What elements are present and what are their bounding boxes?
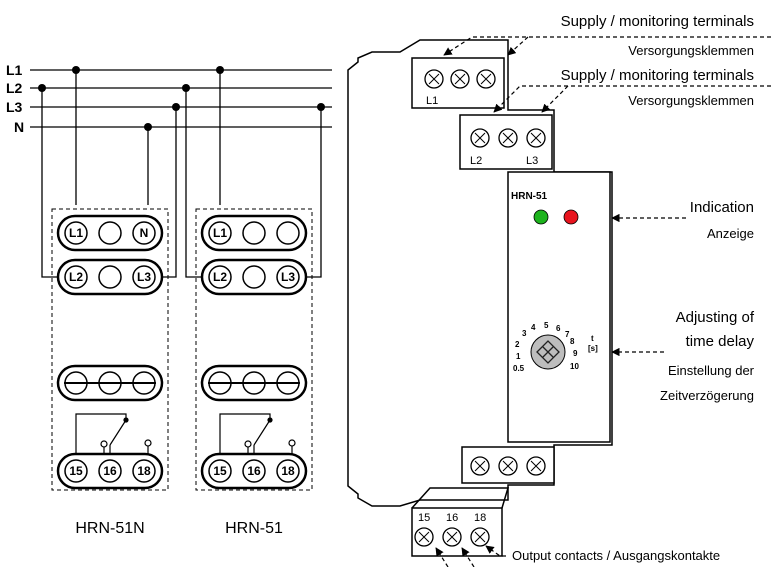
right-term-l3: L3 xyxy=(281,270,295,284)
annotation-supply-1-de: Versorgungsklemmen xyxy=(628,43,754,58)
device-term-16: 16 xyxy=(446,512,458,524)
module-hrn-51: L1 L2 L3 15 16 18 HRN-51 xyxy=(195,208,313,537)
left-term-n: N xyxy=(140,226,149,240)
dial-tick-10: 10 xyxy=(570,362,579,371)
right-term-l2: L2 xyxy=(213,270,227,284)
dial-unit-s: [s] xyxy=(588,344,598,353)
right-term-15: 15 xyxy=(213,464,227,478)
dial-tick-6: 6 xyxy=(556,324,561,333)
annotation-adjust-de-1: Einstellung der xyxy=(668,363,755,378)
dial-scale: 0.5 1 2 3 4 5 6 7 8 9 10 t [s] xyxy=(513,321,598,373)
annotation-supply-1-en: Supply / monitoring terminals xyxy=(561,13,754,30)
device-term-15: 15 xyxy=(418,512,430,524)
dial-tick-9: 9 xyxy=(573,349,578,358)
left-term-l2: L2 xyxy=(69,270,83,284)
right-module-label: HRN-51 xyxy=(225,520,283,537)
din-rail-device xyxy=(347,39,613,557)
line-label-l1: L1 xyxy=(6,62,23,78)
annotation-adjust-de-2: Zeitverzögerung xyxy=(660,388,754,403)
device-model: HRN-51 xyxy=(511,191,548,202)
screw-crosses xyxy=(418,73,542,543)
time-delay-dial[interactable] xyxy=(530,334,566,370)
device-term-l2: L2 xyxy=(470,155,482,167)
right-term-l1: L1 xyxy=(213,226,227,240)
line-label-l3: L3 xyxy=(6,99,23,115)
left-term-l1: L1 xyxy=(69,226,83,240)
device-term-l1: L1 xyxy=(426,95,438,107)
dial-tick-1: 1 xyxy=(516,352,521,361)
line-label-l2: L2 xyxy=(6,80,23,96)
dial-tick-4: 4 xyxy=(531,323,536,332)
dial-tick-0-5: 0.5 xyxy=(513,364,525,373)
annotation-supply-2-en: Supply / monitoring terminals xyxy=(561,67,754,84)
supply-lines xyxy=(30,69,332,278)
dial-tick-2: 2 xyxy=(515,340,520,349)
annotation-indication-en: Indication xyxy=(690,199,754,216)
left-term-16: 16 xyxy=(103,464,117,478)
module-hrn-51n: L1 N L2 L3 15 16 18 HRN-51 xyxy=(51,208,169,537)
right-relay-contact-symbol xyxy=(219,413,296,456)
line-label-n: N xyxy=(14,119,24,135)
right-term-18: 18 xyxy=(281,464,295,478)
annotation-adjust-en-1: Adjusting of xyxy=(676,309,755,326)
left-term-15: 15 xyxy=(69,464,83,478)
right-term-16: 16 xyxy=(247,464,261,478)
led-green xyxy=(533,209,549,225)
annotation-adjust-en-2: time delay xyxy=(686,333,755,350)
junction-dots xyxy=(38,66,325,131)
dial-tick-5: 5 xyxy=(544,321,549,330)
dial-tick-7: 7 xyxy=(565,330,570,339)
left-relay-contact-symbol xyxy=(75,413,152,456)
dial-tick-3: 3 xyxy=(522,329,527,338)
annotation-output: Output contacts / Ausgangskontakte xyxy=(512,548,720,563)
annotation-leaders xyxy=(435,36,771,567)
device-term-l3: L3 xyxy=(526,155,538,167)
dial-unit-t: t xyxy=(591,334,594,343)
dial-tick-8: 8 xyxy=(570,337,575,346)
left-term-l3: L3 xyxy=(137,270,151,284)
left-term-18: 18 xyxy=(137,464,151,478)
annotation-indication-de: Anzeige xyxy=(707,226,754,241)
annotation-supply-2-de: Versorgungsklemmen xyxy=(628,93,754,108)
led-red xyxy=(563,209,579,225)
device-term-18: 18 xyxy=(474,512,486,524)
left-module-label: HRN-51N xyxy=(75,520,144,537)
